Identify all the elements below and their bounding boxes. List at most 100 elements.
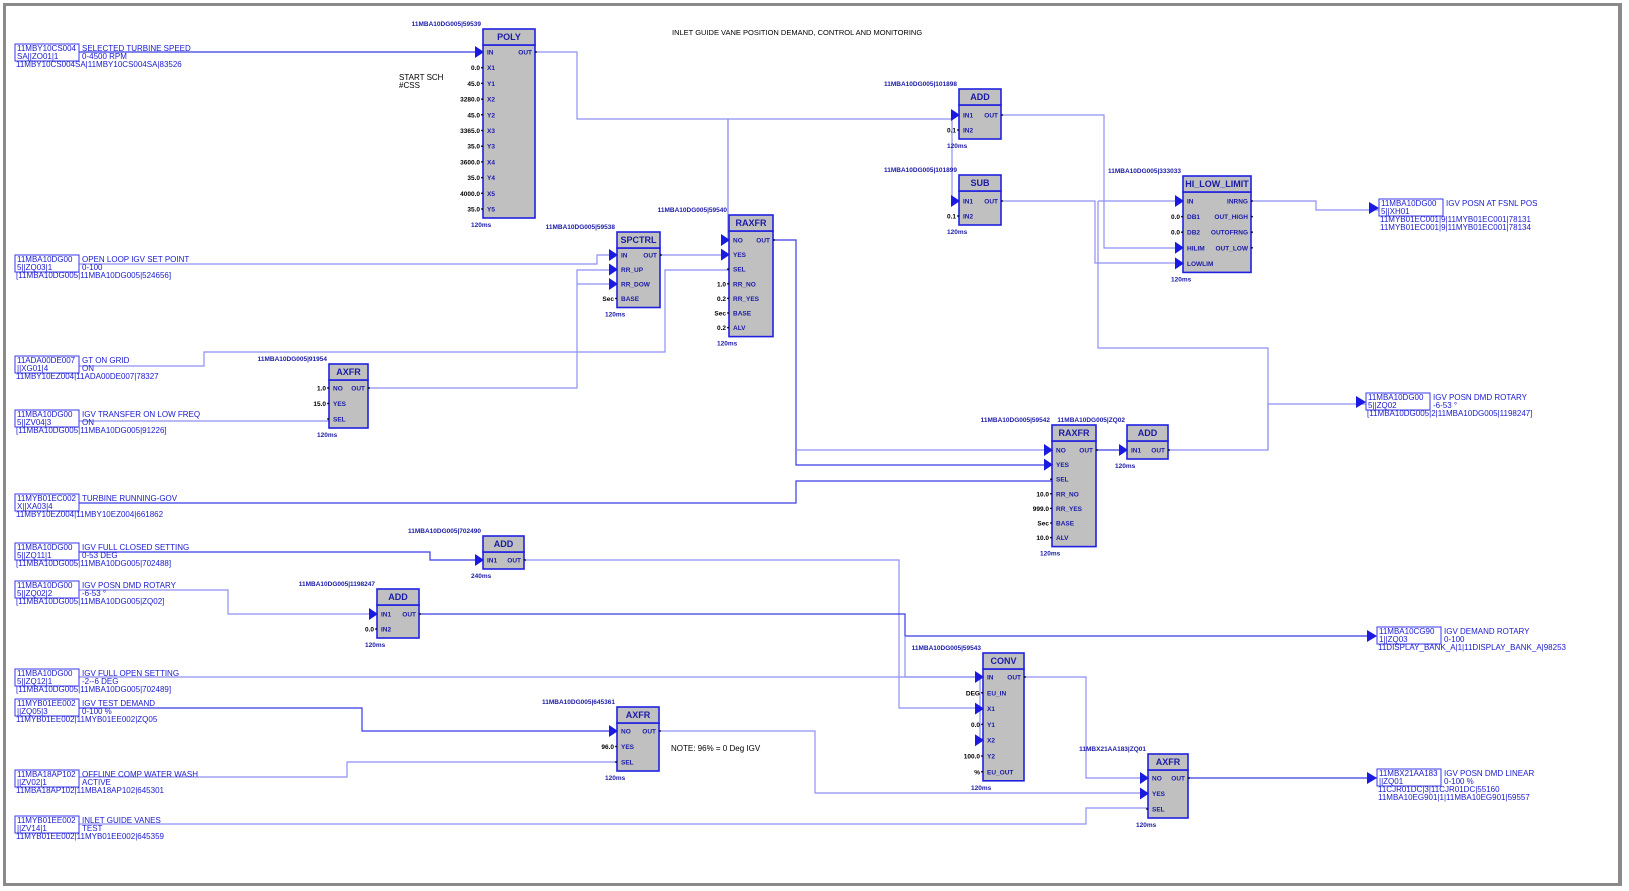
signal-reference: [11MBA10DG005|2|11MBA10DG005|1198247] [1367, 409, 1532, 418]
pin-dot [1251, 200, 1253, 202]
tag-box[interactable] [14, 668, 80, 687]
input-arrow-icon [975, 702, 984, 715]
input-arrow-icon [609, 278, 618, 290]
input-arrow-icon [1140, 772, 1149, 784]
tag-line-2: SA||ZO01|1 [17, 52, 59, 61]
signal-reference: [11MBA10DG005|11MBA10DG005|ZQ02] [16, 597, 164, 606]
input-pin-in1: IN1 [1131, 448, 1142, 455]
input-pin-hilim: HILIM [1187, 245, 1205, 252]
tag-box[interactable] [14, 698, 80, 717]
signal-wire [79, 707, 617, 732]
pin-constant: 15.0 [313, 401, 326, 408]
pin-dot [957, 215, 959, 217]
tag-box[interactable] [14, 355, 80, 374]
input-arrow-icon [721, 234, 730, 246]
block-tag: 11MBA10DG005|59543 [912, 645, 982, 652]
signal-label: OPEN LOOP IGV SET POINT [82, 255, 189, 264]
block-title-bar [1051, 424, 1097, 442]
tag-box[interactable] [14, 43, 80, 62]
block-hi-low-limit[interactable]: HI_LOW_LIMIT11MBA10DG005|333033120msINDB… [1108, 168, 1253, 283]
block-poly[interactable]: POLY11MBA10DG005|59539120msINX10.0Y145.0… [412, 21, 537, 229]
arrow-icon [1356, 396, 1366, 408]
tag-box[interactable] [14, 580, 80, 599]
input-pin-no: NO [621, 729, 631, 736]
signal-range: 0-53 DEG [82, 551, 118, 560]
input-pin-yes: YES [1056, 462, 1070, 469]
tag-box[interactable] [14, 409, 80, 428]
tag-box[interactable] [14, 815, 80, 834]
tag-box[interactable] [14, 769, 80, 788]
pin-dot [660, 254, 662, 256]
signal-wire [773, 239, 1052, 466]
signal-label: IGV POSN AT FSNL POS [1446, 199, 1537, 208]
block-raxfr-2[interactable]: RAXFR11MBA10DG005|59542120msNOYESSELRR_N… [981, 417, 1098, 558]
pin-dot [1050, 522, 1052, 524]
tag-line-1: 11MBA10DG00 [17, 581, 73, 590]
pin-constant: 3600.0 [460, 159, 480, 166]
input-pin-in2: IN2 [963, 214, 974, 221]
block-title-bar [482, 28, 536, 46]
signal-wire [79, 807, 1148, 825]
block-conv[interactable]: CONV11MBA10DG005|59543120msINEU_INDEGX1Y… [912, 645, 1026, 792]
tag-box[interactable] [1376, 768, 1442, 787]
pin-dot [481, 66, 483, 69]
block-type: AXFR [626, 710, 651, 720]
tag-box[interactable] [14, 254, 80, 273]
tag-box[interactable] [1365, 392, 1431, 411]
pin-dot [1024, 676, 1026, 678]
block-spctrl[interactable]: SPCTRL11MBA10DG005|59538120msINRR_UPRR_D… [546, 224, 662, 319]
pin-dot [1181, 231, 1183, 234]
tag-line-2: ||ZV02|1 [17, 778, 47, 787]
annotation-text: #CSS [399, 81, 420, 90]
tag-line-1: 11MBA10DG00 [17, 410, 73, 419]
output-pin-out: OUT [518, 50, 532, 57]
pin-constant: 35.0 [467, 207, 480, 214]
tag-line-2: 5||ZQ12|1 [17, 677, 53, 686]
tag-box[interactable] [14, 493, 80, 512]
signal-reference: [11MBA10DG005|11MBA10DG005|702489] [16, 685, 171, 694]
input-pin-yes: YES [621, 744, 635, 751]
pin-constant: 45.0 [467, 112, 480, 119]
block-raxfr-1[interactable]: RAXFR11MBA10DG005|59540120msNOYESSELRR_N… [658, 207, 775, 348]
block-axfr-1[interactable]: AXFR11MBA10DG005|91954120msNO1.0YES15.0S… [258, 356, 370, 439]
tag-box[interactable] [1376, 626, 1442, 645]
pin-dot [615, 297, 617, 300]
pin-constant: 0.2 [717, 325, 726, 332]
input-pin-no: NO [333, 386, 343, 393]
block-axfr-2[interactable]: AXFR11MBA10DG005|645361120msNOYES96.0SEL… [542, 699, 661, 782]
pin-dot [1181, 215, 1183, 218]
pin-constant: 96.0 [601, 744, 614, 751]
block-title-bar [482, 535, 525, 553]
tag-line-2: ||ZQ01 [1379, 777, 1404, 786]
signal-label: IGV TEST DEMAND [82, 699, 155, 708]
block-body [1051, 440, 1097, 548]
input-pin-y1: Y1 [487, 81, 495, 88]
signal-range: ON [82, 364, 94, 373]
block-scan-rate: 120ms [1171, 276, 1192, 283]
tag-box[interactable] [1378, 198, 1444, 217]
pin-dot [981, 755, 983, 757]
pin-constant: 1.0 [717, 281, 726, 288]
input-pin-eu-in: EU_IN [987, 690, 1006, 697]
signal-wire [524, 559, 983, 709]
tag-box[interactable] [14, 542, 80, 561]
pin-dot [327, 418, 329, 420]
input-pin-in1: IN1 [381, 612, 392, 619]
block-type: ADD [1138, 428, 1158, 438]
block-title-bar [616, 231, 661, 249]
block-type: ADD [388, 592, 408, 602]
input-pin-y2: Y2 [987, 754, 995, 761]
block-type: CONV [990, 656, 1016, 666]
input-arrow-icon [1044, 444, 1053, 456]
signal-wire [1001, 114, 1183, 249]
